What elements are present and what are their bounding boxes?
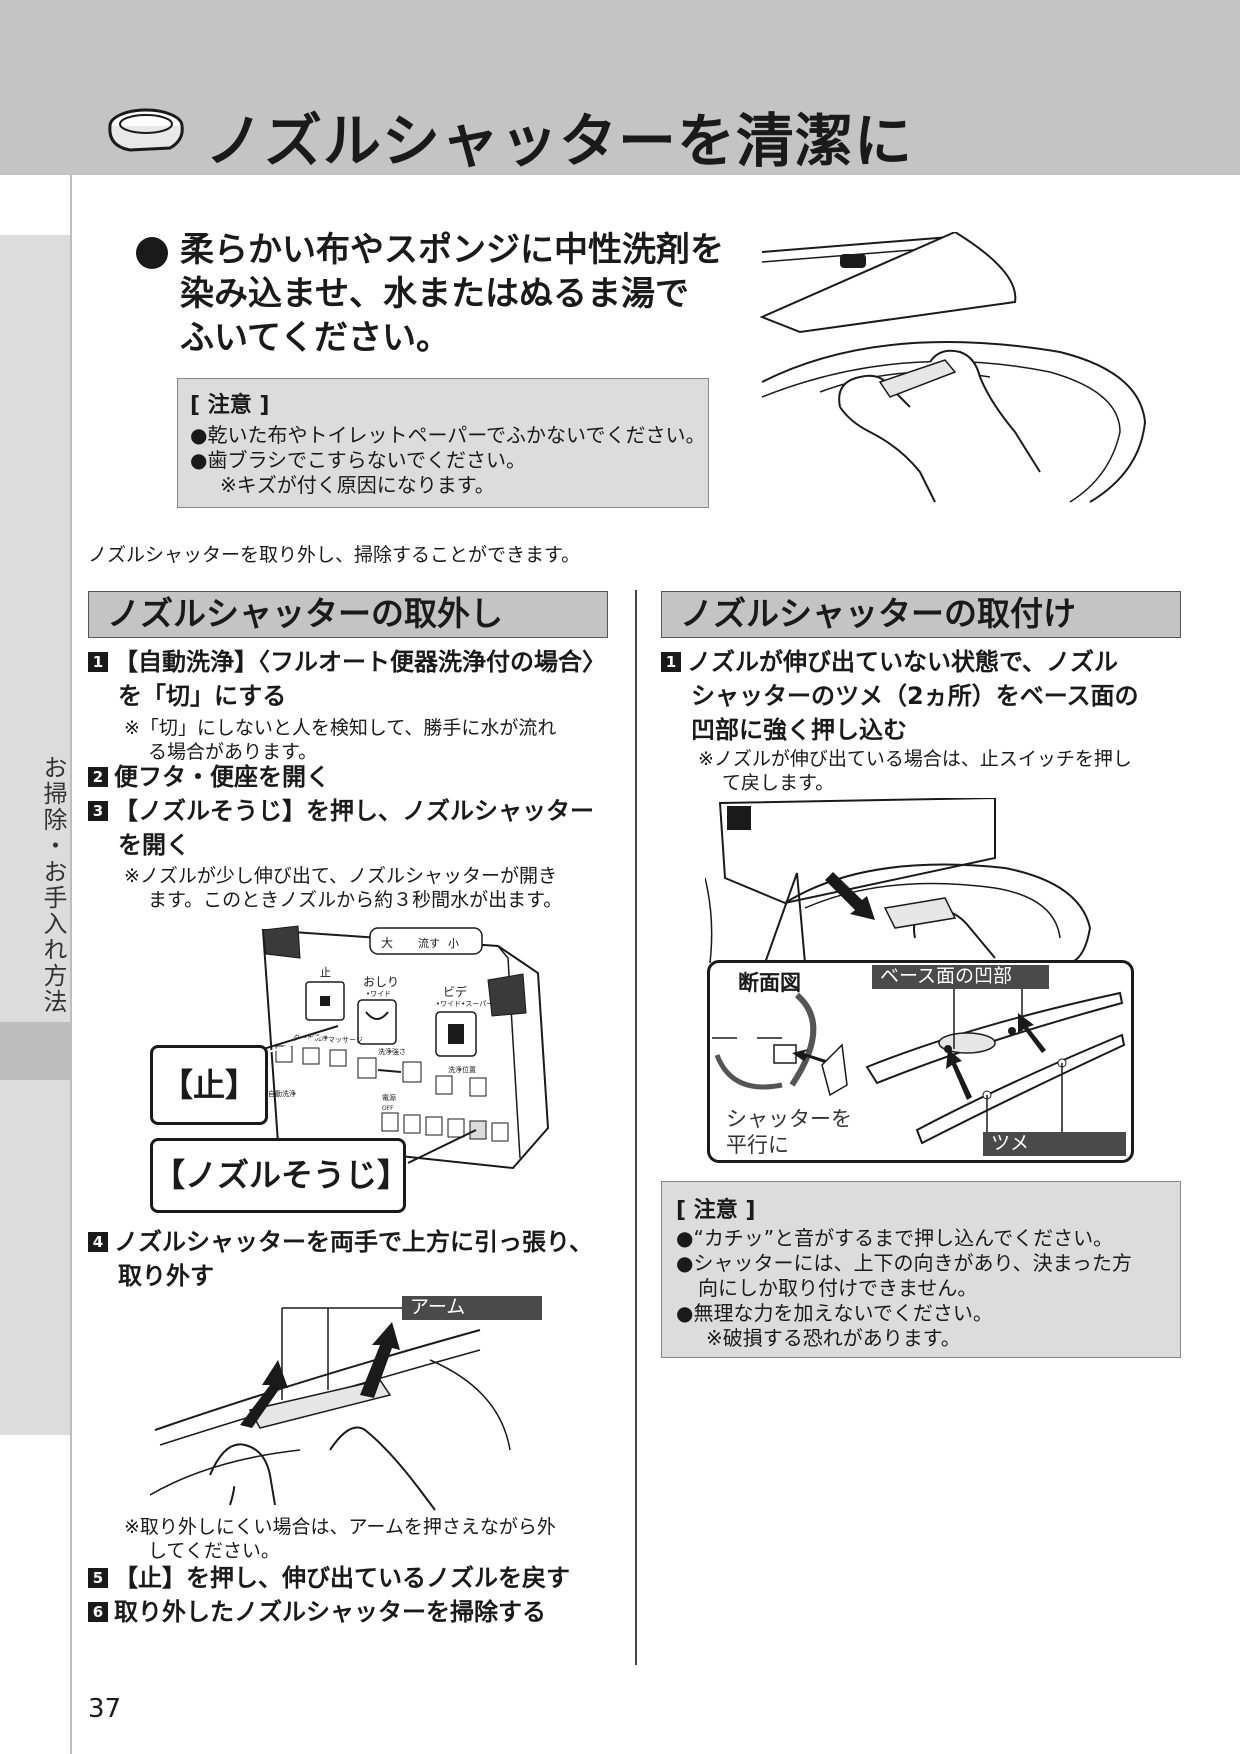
bide-sub-label: •ワイド•スーパー bbox=[436, 1000, 493, 1008]
caution-line: ●無理な力を加えないでください。 bbox=[676, 1301, 993, 1325]
auto-flush-label: 自動洗浄 bbox=[268, 1089, 296, 1098]
stop-label: 止 bbox=[320, 966, 331, 979]
lead-text: 柔らかい布やスポンジに中性洗剤を 染み込ませ、水またはぬるま湯で ふいてください… bbox=[180, 228, 740, 360]
section-heading-install: ノズルシャッターの取付け bbox=[661, 591, 1181, 638]
step-note: ※ノズルが伸び出ている場合は、止スイッチを押し bbox=[698, 748, 1132, 770]
step-number: 4 bbox=[88, 1232, 108, 1252]
section-view-label: 断面図 bbox=[738, 971, 801, 995]
caution-line: ※破損する恐れがあります。 bbox=[706, 1326, 961, 1350]
step-note: る場合があります。 bbox=[148, 741, 318, 763]
claw-label: ツメ bbox=[983, 1132, 1126, 1156]
oshiri-sub-label: •ワイド bbox=[366, 990, 391, 998]
caution-box-bottom: [ 注意 ] ●“カチッ”と音がするまで押し込んでください。 ●シャッターには、… bbox=[661, 1181, 1181, 1358]
flush-small-label: 小 bbox=[448, 937, 459, 950]
step-install-1: 1 ノズルが伸び出ていない状態で、ノズル bbox=[661, 645, 1118, 679]
step-removal-3-cont: を開く bbox=[118, 831, 190, 859]
step-note: ※「切」にしないと人を検知して、勝手に水が流れ bbox=[124, 717, 557, 739]
callout-nozzle-clean: 【ノズルそうじ】 bbox=[150, 1138, 409, 1213]
caution-box-top: [ 注意 ] ●乾いた布やトイレットペーパーでふかないでください。 ●歯ブラシで… bbox=[177, 378, 709, 508]
install-toilet-illustration bbox=[705, 798, 1092, 963]
lead-bullet bbox=[136, 237, 168, 269]
step-removal-3: 3 【ノズルそうじ】を押し、ノズルシャッター bbox=[88, 794, 594, 828]
position-label: 洗浄位置 bbox=[448, 1065, 476, 1074]
step-note: ※ノズルが少し伸び出て、ノズルシャッターが開き bbox=[124, 865, 557, 887]
step-number: 5 bbox=[88, 1568, 108, 1588]
callout-stop: 【止】 bbox=[150, 1045, 268, 1125]
step-text: 【自動洗浄】〈フルオート便器洗浄付の場合〉 bbox=[114, 648, 606, 676]
step-removal-1: 1 【自動洗浄】〈フルオート便器洗浄付の場合〉 bbox=[88, 645, 606, 679]
step-removal-1-cont: を「切」にする bbox=[118, 682, 287, 710]
side-tab bbox=[0, 235, 70, 1435]
side-tab-marker bbox=[0, 1022, 70, 1080]
header-band bbox=[0, 0, 1240, 175]
step-text: 【ノズルそうじ】を押し、ノズルシャッター bbox=[114, 797, 594, 825]
margin-rule bbox=[70, 175, 72, 1754]
power-label: 電源 bbox=[382, 1093, 396, 1102]
caution-line: ●“カチッ”と音がするまで押し込んでください。 bbox=[676, 1226, 1114, 1250]
caution-line: 向にしか取り付けできません。 bbox=[698, 1276, 978, 1300]
caution-line: ●シャッターには、上下の向きがあり、決まった方 bbox=[676, 1251, 1132, 1275]
flush-label: 流す bbox=[418, 936, 440, 950]
intro-text: ノズルシャッターを取り外し、掃除することができます。 bbox=[88, 544, 581, 566]
install-detail-drawing bbox=[712, 977, 1126, 1145]
step-number: 2 bbox=[88, 767, 108, 787]
step-number: 1 bbox=[88, 652, 108, 672]
step-number: 3 bbox=[88, 801, 108, 821]
base-recess-label: ベース面の凹部 bbox=[872, 965, 1049, 989]
side-tab-label: お掃除・お手入れ方法 bbox=[39, 755, 67, 1015]
shutter-parallel-text: シャッターを 平行に bbox=[726, 1106, 852, 1158]
step-install-1-cont: 凹部に強く押し込む bbox=[691, 716, 907, 744]
shutter-parallel-line: シャッターを bbox=[726, 1107, 852, 1131]
step-note: ます。このときノズルから約３秒間水が出ます。 bbox=[148, 889, 563, 911]
caution-line: ●歯ブラシでこすらないでください。 bbox=[190, 448, 527, 472]
step-note: ※取り外しにくい場合は、アームを押さえながら外 bbox=[124, 1516, 556, 1538]
section-heading-removal: ノズルシャッターの取外し bbox=[88, 591, 608, 638]
off-label: OFF bbox=[382, 1105, 394, 1112]
step-number: 1 bbox=[661, 652, 681, 672]
step-removal-6: 6 取り外したノズルシャッターを掃除する bbox=[88, 1595, 546, 1629]
shutter-parallel-line: 平行に bbox=[726, 1133, 789, 1157]
massage-label: マッサージ bbox=[328, 1036, 363, 1044]
step-removal-4: 4 ノズルシャッターを両手で上方に引っ張り、 bbox=[88, 1225, 593, 1259]
caution-line: ※キズが付く原因になります。 bbox=[220, 473, 495, 497]
flush-large-label: 大 bbox=[381, 936, 393, 950]
page-title: ノズルシャッターを清潔に bbox=[205, 107, 914, 175]
page-number: 37 bbox=[88, 1694, 122, 1724]
step-text: 【止】を押し、伸び出ているノズルを戻す bbox=[114, 1564, 570, 1592]
caution-title: [ 注意 ] bbox=[676, 1198, 756, 1223]
step-text: ノズルシャッターを両手で上方に引っ張り、 bbox=[114, 1228, 594, 1256]
step-removal-4-cont: 取り外す bbox=[118, 1262, 214, 1290]
step-text: 取り外したノズルシャッターを掃除する bbox=[114, 1598, 546, 1626]
remote-control-illustration: 大 流す 小 止 おしり •ワイド ビデ •ワイド•スーパー ターボ洗浄 マッサ… bbox=[258, 925, 550, 1170]
turbo-label: ターボ洗浄 bbox=[293, 1033, 328, 1042]
lead-line: 染み込ませ、水またはぬるま湯で bbox=[180, 274, 689, 314]
step-number: 6 bbox=[88, 1602, 108, 1622]
oshiri-label: おしり bbox=[363, 975, 399, 989]
caution-line: ●乾いた布やトイレットペーパーでふかないでください。 bbox=[190, 423, 706, 447]
step-text: 便フタ・便座を開く bbox=[114, 763, 330, 791]
toilet-seat-icon bbox=[108, 108, 184, 152]
wiping-illustration bbox=[760, 232, 1147, 503]
strength-label: 洗浄強さ bbox=[378, 1047, 406, 1056]
step-install-1-cont: シャッターのツメ（2ヵ所）をベース面の bbox=[691, 682, 1139, 710]
bide-label: ビデ bbox=[443, 984, 467, 999]
step-note: て戻します。 bbox=[722, 772, 835, 794]
shutter-removal-illustration bbox=[150, 1307, 511, 1511]
step-removal-2: 2 便フタ・便座を開く bbox=[88, 760, 330, 794]
step-text: ノズルが伸び出ていない状態で、ノズル bbox=[687, 648, 1119, 676]
arm-label: アーム bbox=[402, 1296, 542, 1320]
column-divider bbox=[635, 590, 637, 1665]
lead-line: ふいてください。 bbox=[180, 318, 450, 358]
step-removal-5: 5 【止】を押し、伸び出ているノズルを戻す bbox=[88, 1561, 570, 1595]
step-note: してください。 bbox=[148, 1540, 280, 1562]
caution-title: [ 注意 ] bbox=[190, 393, 270, 418]
lead-line: 柔らかい布やスポンジに中性洗剤を bbox=[180, 230, 724, 270]
